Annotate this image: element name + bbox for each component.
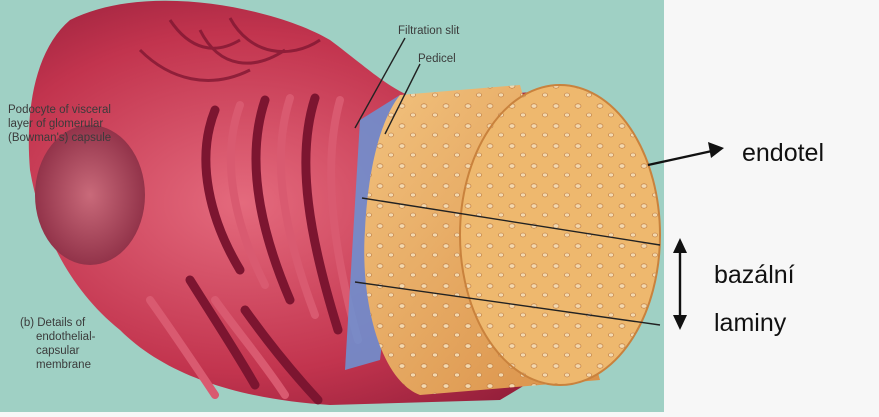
podocyte-label-line: Podocyte of visceral <box>8 103 111 117</box>
right-white-area <box>664 0 879 412</box>
endotel-label: endotel <box>742 136 824 170</box>
filtration-slit-label: Filtration slit <box>398 24 459 38</box>
details-caption-line: endothelial- <box>20 330 95 344</box>
details-caption: (b) Details of endothelial- capsular mem… <box>20 316 95 372</box>
podocyte-cell <box>35 125 145 265</box>
bazalni-label: bazální <box>714 258 795 292</box>
podocyte-label: Podocyte of visceral layer of glomerular… <box>8 103 111 145</box>
podocyte-label-line: (Bowman's) capsule <box>8 131 111 145</box>
endothelium <box>364 85 660 395</box>
pedicel-label: Pedicel <box>418 52 456 66</box>
details-caption-line: capsular <box>20 344 95 358</box>
details-caption-line: membrane <box>20 358 95 372</box>
podocyte-label-line: layer of glomerular <box>8 117 111 131</box>
details-caption-line: (b) Details of <box>20 316 95 330</box>
laminy-label: laminy <box>714 306 786 340</box>
